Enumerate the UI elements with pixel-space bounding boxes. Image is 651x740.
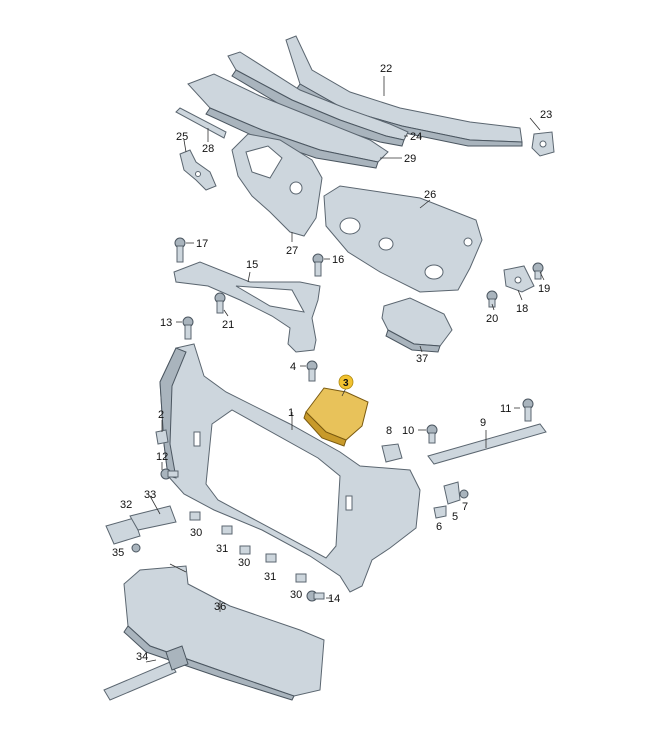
callout-35: 35: [112, 547, 124, 559]
bolt-21: [214, 292, 226, 314]
callout-30-c: 30: [290, 589, 302, 601]
callout-6: 6: [436, 521, 442, 533]
callout-12: 12: [156, 451, 168, 463]
clip-31-b: [265, 553, 277, 563]
callout-36: 36: [214, 601, 226, 613]
part-18-bracket: [503, 265, 535, 293]
bolt-12: [160, 468, 179, 480]
bolt-20: [486, 290, 498, 308]
callout-3: 3: [343, 378, 349, 389]
part-8-clip: [381, 443, 403, 463]
callout-18: 18: [516, 303, 528, 315]
part-1-radiator-support: [159, 343, 421, 593]
callout-22: 22: [380, 63, 392, 75]
callout-17: 17: [196, 238, 208, 250]
callout-24: 24: [410, 131, 422, 143]
callout-14: 14: [328, 593, 340, 605]
leader-lines: [145, 76, 545, 663]
bolt-16: [312, 253, 324, 277]
part-3-highlighted-bracket: [303, 387, 369, 447]
callout-4: 4: [290, 361, 296, 373]
callout-19: 19: [538, 283, 550, 295]
bolt-17: [174, 237, 186, 263]
callout-15: 15: [246, 259, 258, 271]
part-37-module: [381, 297, 453, 353]
callout-23: 23: [540, 109, 552, 121]
callout-21: 21: [222, 319, 234, 331]
callout-32: 32: [120, 499, 132, 511]
callout-7: 7: [462, 501, 468, 513]
part-27-bulkhead-panel: [231, 133, 323, 237]
callout-11: 11: [500, 403, 511, 415]
callout-31-b: 31: [264, 571, 276, 583]
bolt-35: [131, 543, 141, 553]
callout-2: 2: [158, 409, 164, 421]
part-5-bracket: [443, 481, 461, 505]
part-32-mount: [105, 517, 141, 545]
part-26-right-panel: [323, 185, 483, 293]
callout-3-badge: [338, 374, 354, 390]
part-9-long-strip: [427, 423, 547, 465]
clip-30-a: [189, 511, 201, 521]
callout-8: 8: [386, 425, 392, 437]
callout-37: 37: [416, 353, 428, 365]
callout-30-a: 30: [190, 527, 202, 539]
callout-33: 33: [144, 489, 156, 501]
part-2-clip: [155, 429, 169, 445]
bolt-19: [532, 262, 544, 280]
callout-9: 9: [480, 417, 486, 429]
callout-34: 34: [136, 651, 148, 663]
callout-28: 28: [202, 143, 214, 155]
callout-5: 5: [452, 511, 458, 523]
part-23-small-bracket: [531, 131, 555, 157]
callout-30-b: 30: [238, 557, 250, 569]
bolt-10: [426, 424, 438, 444]
clip-30-b: [239, 545, 251, 555]
bolt-4: [306, 360, 318, 382]
callout-26: 26: [424, 189, 436, 201]
callout-13: 13: [160, 317, 172, 329]
part-15-cross-brace: [173, 261, 321, 353]
part-25-clip-bracket: [179, 149, 217, 191]
callout-10: 10: [402, 425, 414, 437]
callout-25: 25: [176, 131, 188, 143]
callout-29: 29: [404, 153, 416, 165]
part-6-clip: [433, 505, 447, 519]
callout-27: 27: [286, 245, 298, 257]
callout-20: 20: [486, 313, 498, 325]
part-29-cowl-panel: [187, 73, 389, 169]
bolt-14: [306, 590, 325, 602]
callout-1: 1: [288, 407, 294, 419]
clip-31-a: [221, 525, 233, 535]
part-33-u-clip: [129, 505, 177, 531]
callout-labels: 1 2 3 4 5 6 7 8 9 10 11 12 13 14 15 16 1…: [112, 63, 552, 663]
clip-30-c: [295, 573, 307, 583]
callout-16: 16: [332, 254, 344, 266]
bolt-11: [522, 398, 534, 422]
callout-31-a: 31: [216, 543, 228, 555]
part-34-threaded-rod: [103, 645, 189, 701]
bolt-13: [182, 316, 194, 340]
part-7-nut: [459, 489, 469, 499]
